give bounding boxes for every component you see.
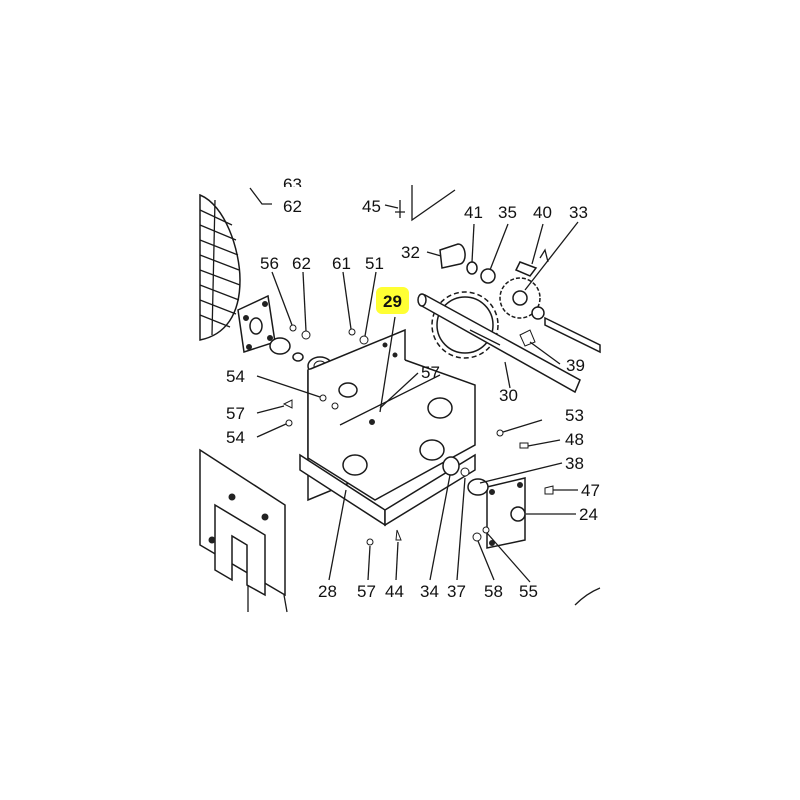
callout-48: 48 — [565, 430, 584, 449]
callout-57-bottom: 57 — [357, 582, 376, 601]
callout-56: 56 — [260, 254, 279, 273]
callout-47: 47 — [581, 481, 600, 500]
callout-33: 33 — [569, 203, 588, 222]
sprocket-and-shaft — [417, 291, 581, 394]
partial-parts — [249, 185, 601, 606]
callout-62-top: 62 — [283, 197, 302, 216]
callout-35: 35 — [498, 203, 517, 222]
callout-54-top: 54 — [226, 367, 245, 386]
callout-44: 44 — [385, 582, 404, 601]
frame-panel-drawing — [199, 448, 288, 613]
callout-32: 32 — [401, 243, 420, 262]
leader-lines — [256, 204, 579, 583]
callout-41: 41 — [464, 203, 483, 222]
callout-39: 39 — [566, 356, 585, 375]
callout-29: 29 — [383, 292, 402, 311]
callout-62: 62 — [292, 254, 311, 273]
right-flange-plate — [442, 456, 526, 549]
callout-58: 58 — [484, 582, 503, 601]
callout-57-left: 57 — [226, 404, 245, 423]
main-housing-drawing — [299, 328, 476, 527]
tire-drawing — [199, 193, 241, 341]
callout-61: 61 — [332, 254, 351, 273]
callout-53: 53 — [565, 406, 584, 425]
callout-30: 30 — [499, 386, 518, 405]
callout-63-partial: 63 — [283, 175, 302, 194]
callout-29-highlight — [376, 287, 409, 314]
callout-labels: 63 62 45 41 35 40 33 32 56 62 61 51 29 5… — [226, 175, 600, 601]
callout-45: 45 — [362, 197, 381, 216]
callout-40: 40 — [533, 203, 552, 222]
callout-38: 38 — [565, 454, 584, 473]
callout-57-right: 57 — [421, 363, 440, 382]
small-sprocket — [499, 277, 601, 354]
hub-parts-top — [439, 243, 538, 284]
small-hardware — [282, 248, 554, 546]
callout-37: 37 — [447, 582, 466, 601]
callout-55: 55 — [519, 582, 538, 601]
callout-28: 28 — [318, 582, 337, 601]
callout-54-bottom: 54 — [226, 428, 245, 447]
callout-51: 51 — [365, 254, 384, 273]
callout-24: 24 — [579, 505, 598, 524]
callout-34: 34 — [420, 582, 439, 601]
